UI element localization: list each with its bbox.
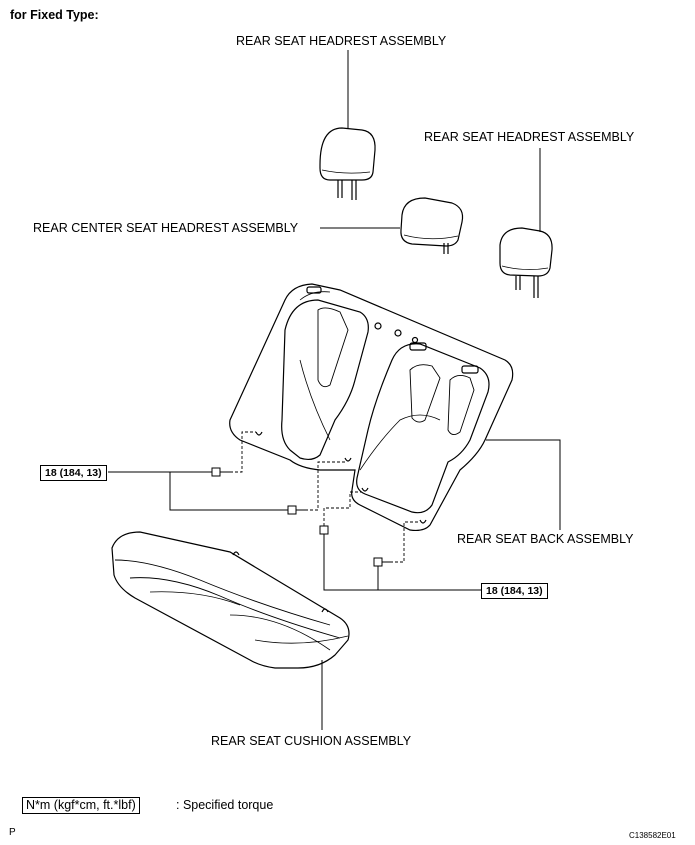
torque-spec-left: 18 (184, 13) [40,465,107,481]
center-headrest-illustration [400,197,464,254]
label-seat-back: REAR SEAT BACK ASSEMBLY [457,532,634,546]
torque-unit-legend-box: N*m (kgf*cm, ft.*lbf) [22,797,140,814]
label-headrest-top: REAR SEAT HEADREST ASSEMBLY [236,34,447,48]
diagram-header: for Fixed Type: [10,8,99,22]
bolt-icon [373,557,390,567]
leader-lines [108,50,561,730]
torque-unit-legend-description: : Specified torque [176,798,274,812]
bolt-illustrations [211,467,390,567]
footer-illustration-code: C138582E01 [629,831,676,840]
torque-spec-right: 18 (184, 13) [481,583,548,599]
bolt-icon [211,467,230,477]
label-center-headrest: REAR CENTER SEAT HEADREST ASSEMBLY [33,221,299,235]
seat-cushion-illustration [111,531,350,669]
label-seat-cushion: REAR SEAT CUSHION ASSEMBLY [211,734,412,748]
seat-back-illustration [229,283,514,532]
headrest-right-illustration [499,227,553,298]
installation-dashed-lines [230,431,420,563]
bolt-icon [319,525,329,542]
footer-left-code: P [9,827,16,838]
label-headrest-right: REAR SEAT HEADREST ASSEMBLY [424,130,635,144]
headrest-top-illustration [319,127,376,200]
bolt-icon [287,505,305,515]
